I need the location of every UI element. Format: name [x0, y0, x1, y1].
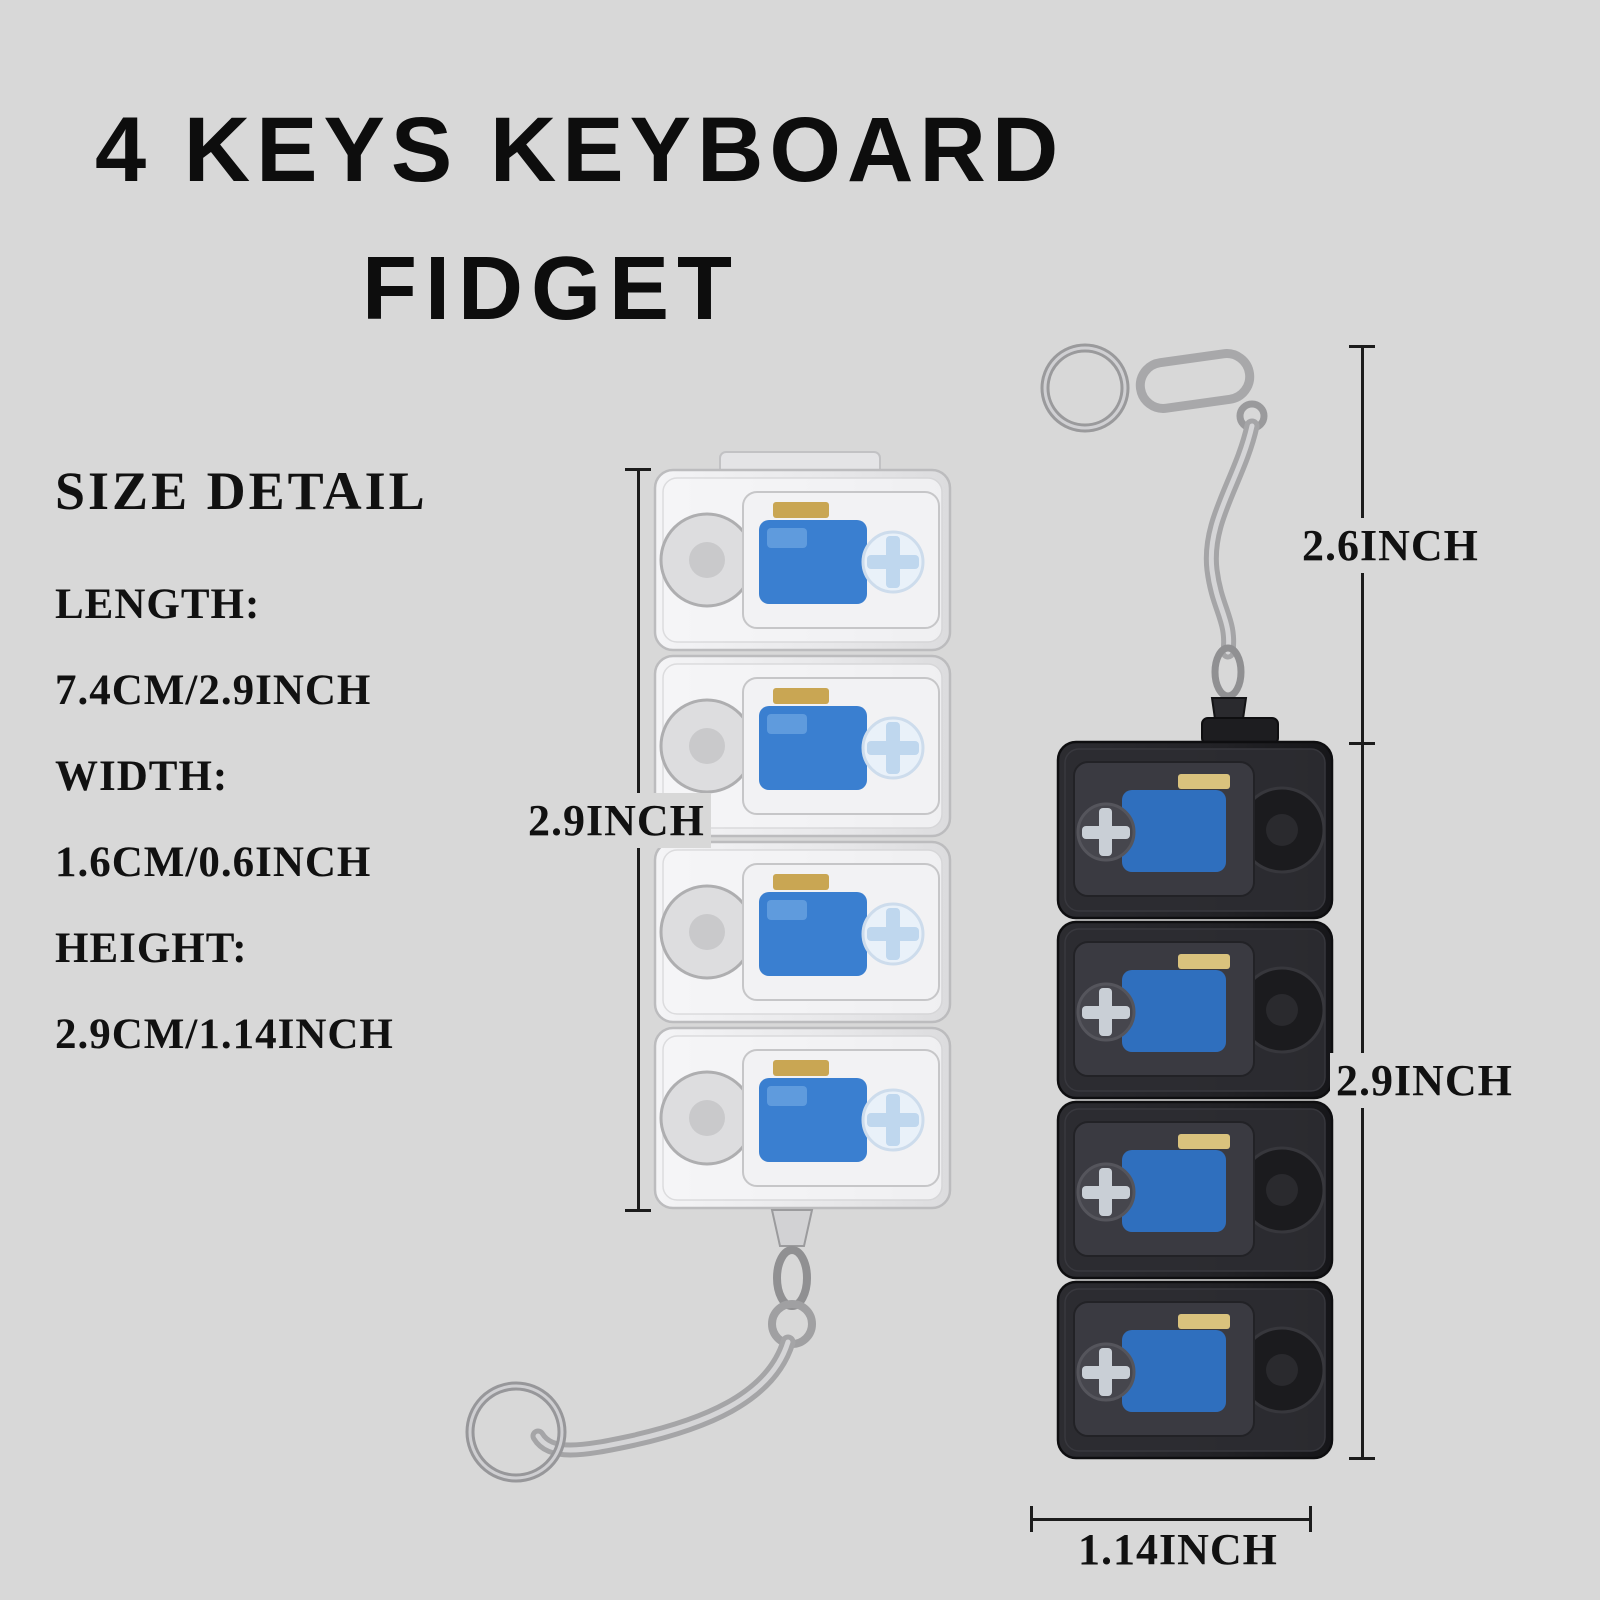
width-value: 1.6CM/0.6INCH	[55, 839, 372, 886]
width-dimension-label: 1.14INCH	[1072, 1522, 1284, 1577]
width-label: WIDTH:	[55, 753, 229, 800]
size-detail-heading: SIZE DETAIL	[55, 461, 428, 521]
split-ring-highlight	[468, 1384, 564, 1480]
left-dimension-bottom-tick	[625, 1209, 651, 1212]
right-dimension-bottom-tick	[1349, 1457, 1375, 1460]
snake-chain-highlight	[1208, 423, 1255, 655]
clear-fidget-product-image	[465, 451, 952, 1483]
right-dimension-line	[1361, 345, 1364, 1460]
page-title: 4 KEYS KEYBOARD	[95, 99, 1065, 201]
keychain-connector	[770, 1209, 814, 1247]
right-dimension-top-tick	[1349, 345, 1375, 348]
size-detail-block: SIZE DETAIL LENGTH: 7.4CM/2.9INCH WIDTH:…	[55, 460, 428, 1096]
lobster-clasp-icon	[1211, 644, 1245, 700]
black-key-4	[1056, 1280, 1334, 1460]
width-dimension-left-tick	[1030, 1506, 1033, 1532]
split-ring-highlight	[1043, 346, 1127, 430]
clear-key-3	[653, 840, 952, 1024]
black-fidget-keychain	[1040, 343, 1268, 741]
black-fidget-product-image	[1040, 343, 1334, 1460]
snake-chain	[1203, 418, 1260, 660]
black-key-1	[1056, 740, 1334, 920]
black-fidget-top-tab	[1201, 717, 1279, 745]
clear-key-4	[653, 1026, 952, 1210]
clear-key-1	[653, 468, 952, 652]
width-dimension-line	[1030, 1518, 1312, 1521]
black-key-2	[1056, 920, 1334, 1100]
page-subtitle: FIDGET	[362, 239, 740, 339]
carabiner-clasp-icon	[1135, 349, 1255, 413]
length-label: LENGTH:	[55, 581, 261, 628]
left-dimension-top-tick	[625, 468, 651, 471]
lobster-clasp-icon	[773, 1246, 811, 1310]
length-value: 7.4CM/2.9INCH	[55, 667, 372, 714]
height-label: HEIGHT:	[55, 925, 248, 972]
right-height-dimension-label: 2.9INCH	[1330, 1053, 1519, 1108]
snake-chain-highlight	[535, 1339, 791, 1453]
keychain-length-dimension-label: 2.6INCH	[1296, 518, 1485, 573]
right-dimension-middle-tick	[1349, 742, 1375, 745]
clear-fidget-keychain	[465, 1209, 816, 1483]
black-key-3	[1056, 1100, 1334, 1280]
left-height-dimension-label: 2.9INCH	[522, 793, 711, 848]
height-value: 2.9CM/1.14INCH	[55, 1011, 394, 1058]
width-dimension-right-tick	[1309, 1506, 1312, 1532]
